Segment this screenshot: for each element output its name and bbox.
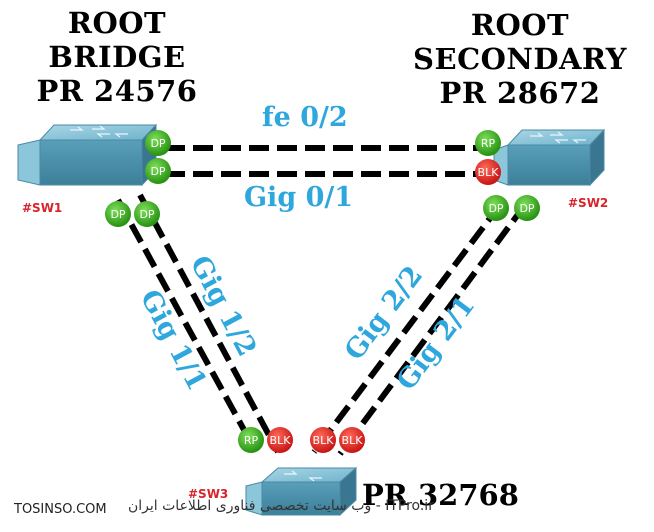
port-role-sw3-gig12: BLK — [270, 434, 292, 447]
root-secondary-line2: SECONDARY — [413, 42, 627, 76]
port-badge-sw1-gig12 — [134, 201, 160, 227]
switch-sw3-icon — [245, 466, 358, 517]
sw3-priority: PR 32768 — [362, 478, 519, 512]
port-badge-sw1-gig01 — [145, 158, 171, 184]
watermark-right: ITPro.ir - وب سایت تخصصی فناوری اطلاعات … — [128, 498, 434, 514]
port-badge-sw3-gig11 — [238, 427, 264, 453]
port-badge-sw3-gig21 — [339, 427, 365, 453]
port-badge-sw2-fe02 — [475, 130, 501, 156]
port-badge-sw3-gig22 — [310, 427, 336, 453]
port-role-sw1-gig01: DP — [150, 165, 165, 178]
port-role-sw3-gig11: RP — [244, 434, 259, 447]
watermark-left: TOSINSO.COM — [14, 502, 107, 517]
port-badge-sw2-gig21 — [514, 195, 540, 221]
port-badges: DP DP DP DP RP BLK DP DP RP BLK BLK — [105, 130, 540, 453]
port-role-sw1-gig12: DP — [139, 208, 154, 221]
hostname-sw2: #SW2 — [568, 196, 608, 210]
switch-sw2-icon — [493, 128, 606, 187]
root-secondary-priority: PR 28672 — [439, 76, 601, 110]
link-gig11 — [115, 198, 258, 452]
port-badge-sw1-gig11 — [105, 201, 131, 227]
port-badge-sw1-fe02 — [145, 130, 171, 156]
root-bridge-line1: ROOT — [67, 6, 167, 40]
switch-sw1-icon — [17, 123, 158, 187]
link-gig22 — [311, 203, 503, 454]
root-secondary-label: ROOT SECONDARY PR 28672 — [400, 8, 640, 110]
link-label-fe02: fe 0/2 — [262, 102, 348, 133]
port-role-sw1-gig11: DP — [110, 208, 125, 221]
hostname-sw1: #SW1 — [22, 201, 62, 215]
port-badge-sw3-gig12 — [267, 427, 293, 453]
root-bridge-label: ROOT BRIDGE PR 24576 — [22, 6, 212, 108]
root-bridge-line2: BRIDGE — [48, 40, 186, 74]
port-role-sw3-gig21: BLK — [342, 434, 364, 447]
port-role-sw2-gig22: DP — [488, 202, 503, 215]
port-role-sw3-gig22: BLK — [313, 434, 335, 447]
port-badge-sw2-gig01 — [475, 159, 501, 185]
root-bridge-priority: PR 24576 — [36, 74, 198, 108]
port-badge-sw2-gig22 — [483, 195, 509, 221]
port-role-sw2-gig21: DP — [519, 202, 534, 215]
port-role-sw2-gig01: BLK — [478, 166, 500, 179]
hostname-sw3: #SW3 — [188, 487, 228, 501]
links — [115, 145, 528, 456]
link-label-gig01: Gig 0/1 — [244, 182, 353, 213]
port-role-sw1-fe02: DP — [150, 137, 165, 150]
port-role-sw2-fe02: RP — [481, 137, 496, 150]
link-gig12 — [137, 193, 281, 454]
link-gig21 — [337, 203, 528, 456]
root-secondary-line1: ROOT — [470, 8, 570, 42]
